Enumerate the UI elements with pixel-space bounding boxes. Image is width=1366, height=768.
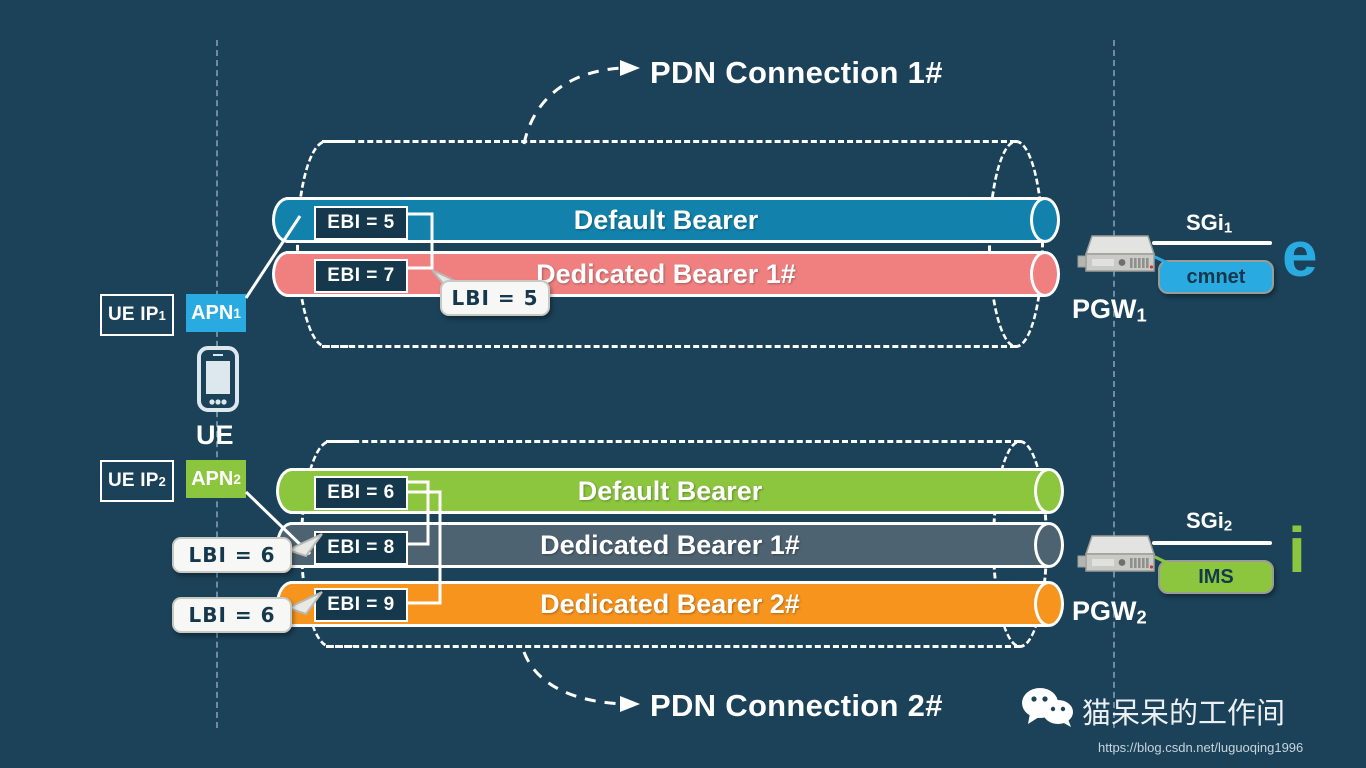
pdn-connection-2-label: PDN Connection 2# bbox=[650, 688, 943, 723]
watermark-text: 猫呆呆的工作间 bbox=[1082, 696, 1286, 730]
sgi-2-label: SGi2 bbox=[1186, 508, 1232, 535]
ims-pill[interactable]: IMS bbox=[1158, 560, 1274, 594]
ebi-chip-5[interactable]: EBI = 5 bbox=[314, 206, 408, 240]
ue-ip-2-label: UE IP bbox=[107, 470, 159, 491]
pdn-connection-1-label: PDN Connection 1# bbox=[650, 55, 943, 90]
apn-2-label: APN bbox=[191, 467, 234, 490]
pgw-2-subscript: 2 bbox=[1136, 606, 1147, 628]
pgw-1-subscript: 1 bbox=[1136, 304, 1147, 326]
ebi-5-to-ebi-7-connector bbox=[404, 212, 434, 270]
apn-2-subscript: 2 bbox=[233, 471, 241, 487]
ue-label: UE bbox=[196, 420, 234, 450]
pgw-2-label: PGW2 bbox=[1072, 596, 1147, 628]
lbi-callout-5[interactable]: LBI = 5 bbox=[440, 280, 550, 316]
sgi-2-name: SGi bbox=[1186, 508, 1224, 533]
pgw-1-name: PGW bbox=[1072, 294, 1137, 324]
lbi-6-second-callout-tail bbox=[285, 591, 323, 616]
sgi-1-name: SGi bbox=[1186, 210, 1224, 235]
sgi-2-interface-line bbox=[1152, 541, 1272, 545]
bearer-label: Dedicated Bearer 2# bbox=[540, 588, 800, 619]
sgi-1-interface-line bbox=[1152, 241, 1272, 245]
pdn-connection-2-leader bbox=[522, 651, 640, 712]
lbi-callout-6-second[interactable]: LBI = 6 bbox=[172, 597, 292, 633]
lbi-6-first-callout-tail bbox=[285, 533, 323, 558]
mobile-phone-icon bbox=[197, 346, 239, 412]
apn-1-label: APN bbox=[191, 301, 234, 324]
watermark-url: https://blog.csdn.net/luguoqing1996 bbox=[1098, 740, 1304, 755]
pdn-connection-1-leader bbox=[522, 60, 640, 145]
bearer-label: Default Bearer bbox=[573, 204, 759, 235]
ue-ip-1-subscript: 1 bbox=[158, 307, 166, 323]
server-icon bbox=[1077, 535, 1156, 572]
ebi-chip-8[interactable]: EBI = 8 bbox=[314, 531, 408, 565]
ue-ip-1-label: UE IP bbox=[107, 304, 159, 325]
sgi-1-subscript: 1 bbox=[1223, 219, 1233, 237]
bearer-label: Dedicated Bearer 1# bbox=[536, 258, 796, 289]
pgw-reference-line bbox=[1113, 40, 1115, 728]
apn-1-subscript: 1 bbox=[233, 305, 241, 321]
lbi-callout-6-first[interactable]: LBI = 6 bbox=[172, 537, 292, 573]
pdn-connection-1-boundary bbox=[296, 140, 1044, 348]
cmnet-pill[interactable]: cmnet bbox=[1158, 260, 1274, 294]
ims-i-icon: i bbox=[1288, 514, 1306, 586]
ebi-chip-6[interactable]: EBI = 6 bbox=[314, 476, 408, 510]
bearer-label: Default Bearer bbox=[577, 475, 763, 506]
ebi-chip-9[interactable]: EBI = 9 bbox=[314, 588, 408, 622]
bearer-dedicated-1-1[interactable]: Dedicated Bearer 1# bbox=[272, 251, 1060, 297]
bearer-label: Dedicated Bearer 1# bbox=[540, 529, 800, 560]
wechat-icon bbox=[1022, 688, 1073, 727]
apn-1-connector bbox=[244, 215, 302, 299]
ebi-6-to-ebi-8-and-9-connector bbox=[404, 480, 442, 605]
pgw-2-name: PGW bbox=[1072, 596, 1137, 626]
ebi-chip-7[interactable]: EBI = 7 bbox=[314, 259, 408, 293]
pgw-1-label: PGW1 bbox=[1072, 294, 1147, 326]
server-icon bbox=[1077, 235, 1156, 272]
sgi-2-subscript: 2 bbox=[1223, 517, 1233, 535]
bearer-default-1[interactable]: Default Bearer bbox=[272, 197, 1060, 243]
ue-ip-2-subscript: 2 bbox=[158, 473, 166, 489]
sgi-1-label: SGi1 bbox=[1186, 210, 1232, 237]
internet-e-icon: e bbox=[1282, 218, 1318, 290]
